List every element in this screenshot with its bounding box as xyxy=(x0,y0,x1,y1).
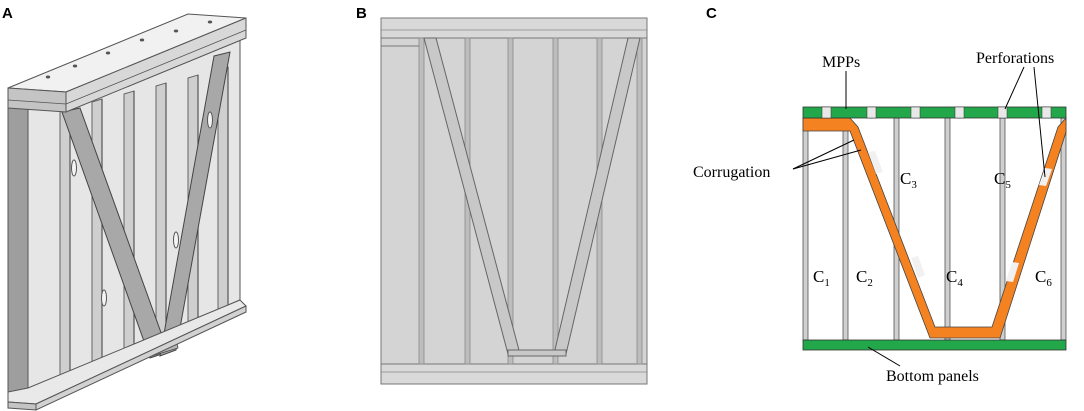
corrugation-shape xyxy=(802,116,1067,339)
cell-label-c6: C6 xyxy=(1035,267,1052,289)
leader-corrugation-1 xyxy=(792,149,862,170)
annotation-mpps: MPPs xyxy=(822,54,860,71)
cell-label-c1: C1 xyxy=(813,267,830,289)
panel-label-b: B xyxy=(356,5,367,22)
panel-b-front-view xyxy=(380,17,648,385)
annotation-corrugation: Corrugation xyxy=(693,164,770,181)
annotation-bottom-panels: Bottom panels xyxy=(886,368,979,385)
top-mpp-panel xyxy=(802,106,1067,119)
panel-label-a: A xyxy=(2,5,13,22)
panel-a-3d-model xyxy=(7,13,247,411)
panel-c-schematic: C1 C2 C3 C4 C5 C6 MPPs Perforations Corr… xyxy=(693,50,1067,385)
bottom-panel xyxy=(802,339,1067,351)
leader-perforations-2 xyxy=(1033,66,1046,178)
cell-label-c2: C2 xyxy=(856,267,873,289)
leader-perforations-1 xyxy=(1004,66,1025,110)
cell-label-c4: C4 xyxy=(946,267,963,289)
leader-corrugation-2 xyxy=(792,139,855,170)
annotation-perforations: Perforations xyxy=(976,50,1054,67)
cell-label-c3: C3 xyxy=(900,169,917,191)
leader-bottom-panels xyxy=(867,346,901,367)
panel-label-c: C xyxy=(706,5,717,22)
cell-label-c5: C5 xyxy=(994,169,1011,191)
